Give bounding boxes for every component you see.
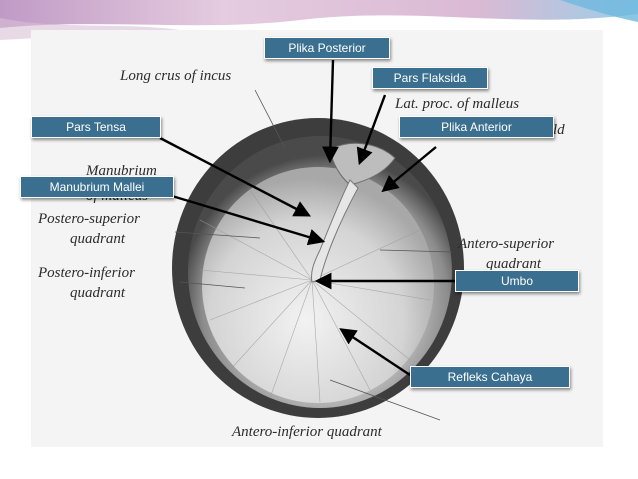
- arrow-refleks-cahaya: [339, 328, 411, 377]
- label-postero-inferior-2: quadrant: [70, 285, 126, 301]
- arrow-plika-posterior: [322, 59, 339, 164]
- leader-lines: [174, 89, 453, 421]
- callout-plika-posterior: Plika Posterior: [264, 37, 390, 59]
- arrow-manubrium-mallei: [171, 194, 326, 246]
- label-antero-superior: Antero-superior: [457, 236, 554, 252]
- callout-pars-tensa: Pars Tensa: [31, 116, 161, 138]
- callout-arrows: [159, 59, 455, 377]
- callout-pars-flaksida: Pars Flaksida: [372, 67, 488, 89]
- label-lat-proc-cont: ld: [553, 122, 565, 138]
- callout-plika-anterior: Plika Anterior: [399, 116, 554, 138]
- malleus-handle: [311, 179, 359, 283]
- label-long-crus: Long crus of incus: [119, 68, 231, 84]
- label-lat-proc: Lat. proc. of malleus: [394, 96, 519, 112]
- radial-fibers: [199, 189, 431, 403]
- label-manubrium: Manubrium: [85, 163, 157, 179]
- label-antero-superior-2: quadrant: [486, 256, 542, 272]
- callout-umbo: Umbo: [455, 270, 579, 292]
- arrow-plika-anterior: [381, 146, 437, 193]
- label-antero-inferior: Antero-inferior quadrant: [231, 424, 383, 440]
- arrow-pars-tensa: [159, 136, 311, 217]
- label-postero-inferior: Postero-inferior: [37, 265, 135, 281]
- arrow-pars-flaksida: [356, 94, 387, 166]
- callout-refleks-cahaya: Refleks Cahaya: [410, 366, 570, 388]
- label-postero-superior-2: quadrant: [70, 231, 126, 247]
- label-postero-superior: Postero-superior: [37, 211, 140, 227]
- callout-manubrium-mallei: Manubrium Mallei: [20, 176, 174, 198]
